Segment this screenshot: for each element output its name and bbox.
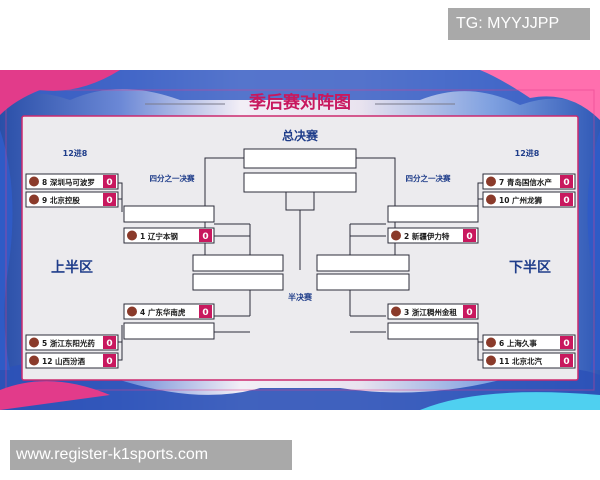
team-name: 5 浙江东阳光药 bbox=[42, 338, 95, 348]
team-logo-icon bbox=[29, 337, 39, 348]
team-score: 0 bbox=[563, 339, 569, 349]
team-logo-icon bbox=[486, 355, 496, 366]
bracket-title: 季后赛对阵图 bbox=[249, 92, 351, 113]
score-box bbox=[463, 229, 476, 242]
team-name: 8 深圳马可波罗 bbox=[42, 177, 95, 187]
team-slot-12: 12 山西汾酒 0 bbox=[25, 352, 119, 369]
quarter-slot-right-top bbox=[387, 205, 479, 223]
team-name: 3 浙江稠州金租 bbox=[404, 307, 457, 317]
score-box bbox=[199, 305, 212, 318]
team-slot-2: 2 新疆伊力特 0 bbox=[387, 227, 479, 244]
team-logo-icon bbox=[486, 337, 496, 348]
quarter-slot-left-top bbox=[123, 205, 215, 223]
team-score: 0 bbox=[563, 196, 569, 206]
score-box bbox=[103, 336, 116, 349]
team-logo-icon bbox=[29, 176, 39, 187]
team-logo-icon bbox=[29, 355, 39, 366]
quarter-slot-left-bottom bbox=[123, 322, 215, 340]
final-slots bbox=[243, 148, 357, 193]
team-slot-6: 6 上海久事 0 bbox=[482, 334, 576, 351]
watermark-url: www.register-k1sports.com bbox=[10, 440, 292, 470]
bracket-poster: 季后赛对阵图 总决赛 bbox=[0, 70, 600, 410]
team-logo-icon bbox=[391, 306, 401, 317]
team-score: 0 bbox=[202, 232, 208, 242]
team-name: 2 新疆伊力特 bbox=[404, 231, 450, 241]
team-score: 0 bbox=[106, 339, 112, 349]
team-logo-icon bbox=[127, 306, 137, 317]
team-score: 0 bbox=[563, 357, 569, 367]
score-box bbox=[103, 193, 116, 206]
team-slot-5: 5 浙江东阳光药 0 bbox=[25, 334, 119, 351]
round12-label-right: 12进8 bbox=[515, 148, 540, 158]
team-box bbox=[25, 173, 119, 190]
team-score: 0 bbox=[106, 357, 112, 367]
team-slot-10: 10 广州龙狮 0 bbox=[482, 191, 576, 208]
team-box bbox=[482, 352, 576, 369]
half-label-upper: 上半区 bbox=[51, 259, 93, 276]
team-slot-7: 7 青岛国信水产 0 bbox=[482, 173, 576, 190]
team-name: 4 广东华南虎 bbox=[140, 307, 186, 317]
quarter-label-right: 四分之一决赛 bbox=[406, 173, 451, 183]
score-box bbox=[199, 229, 212, 242]
half-label-lower: 下半区 bbox=[509, 259, 551, 276]
team-score: 0 bbox=[106, 196, 112, 206]
team-name: 10 广州龙狮 bbox=[499, 195, 543, 205]
team-slot-1: 1 辽宁本钢 0 bbox=[123, 227, 215, 244]
team-slot-8: 8 深圳马可波罗 0 bbox=[25, 173, 119, 190]
quarter-slot-right-bottom bbox=[387, 322, 479, 340]
team-box bbox=[482, 173, 576, 190]
team-logo-icon bbox=[486, 194, 496, 205]
score-box bbox=[103, 175, 116, 188]
team-slot-4: 4 广东华南虎 0 bbox=[123, 303, 215, 320]
team-box bbox=[482, 191, 576, 208]
team-box bbox=[25, 334, 119, 351]
score-box bbox=[103, 354, 116, 367]
team-box bbox=[387, 303, 479, 320]
team-score: 0 bbox=[466, 308, 472, 318]
team-logo-icon bbox=[391, 230, 401, 241]
team-logo-icon bbox=[29, 194, 39, 205]
team-logo-icon bbox=[127, 230, 137, 241]
round12-label-left: 12进8 bbox=[63, 148, 88, 158]
team-logo-icon bbox=[486, 176, 496, 187]
team-name: 1 辽宁本钢 bbox=[140, 231, 178, 241]
score-box bbox=[560, 175, 573, 188]
team-slot-9: 9 北京控股 0 bbox=[25, 191, 119, 208]
team-slot-3: 3 浙江稠州金租 0 bbox=[387, 303, 479, 320]
score-box bbox=[560, 193, 573, 206]
final-label: 总决赛 bbox=[282, 128, 319, 143]
quarter-label-left: 四分之一决赛 bbox=[150, 173, 195, 183]
team-score: 0 bbox=[563, 178, 569, 188]
semifinal-label: 半决赛 bbox=[288, 292, 313, 302]
team-score: 0 bbox=[466, 232, 472, 242]
team-score: 0 bbox=[106, 178, 112, 188]
team-box bbox=[123, 227, 215, 244]
score-box bbox=[560, 354, 573, 367]
team-score: 0 bbox=[202, 308, 208, 318]
score-box bbox=[560, 336, 573, 349]
team-name: 12 山西汾酒 bbox=[42, 356, 86, 366]
team-name: 9 北京控股 bbox=[42, 195, 80, 205]
team-box bbox=[482, 334, 576, 351]
semifinal-slots bbox=[192, 254, 410, 291]
team-name: 6 上海久事 bbox=[499, 338, 537, 348]
team-name: 11 北京北汽 bbox=[499, 356, 543, 366]
team-box bbox=[25, 352, 119, 369]
team-slots: 8 深圳马可波罗 0 9 北京控股 0 1 辽宁本钢 0 4 广东华南虎 0 5 浙江东阳光药 0… bbox=[25, 173, 576, 369]
score-box bbox=[463, 305, 476, 318]
team-box bbox=[387, 227, 479, 244]
watermark-tag: TG: MYYJJPP bbox=[448, 8, 590, 40]
bracket-board: 季后赛对阵图 总决赛 bbox=[0, 70, 600, 410]
team-slot-11: 11 北京北汽 0 bbox=[482, 352, 576, 369]
team-box bbox=[25, 191, 119, 208]
team-name: 7 青岛国信水产 bbox=[499, 177, 552, 187]
team-box bbox=[123, 303, 215, 320]
